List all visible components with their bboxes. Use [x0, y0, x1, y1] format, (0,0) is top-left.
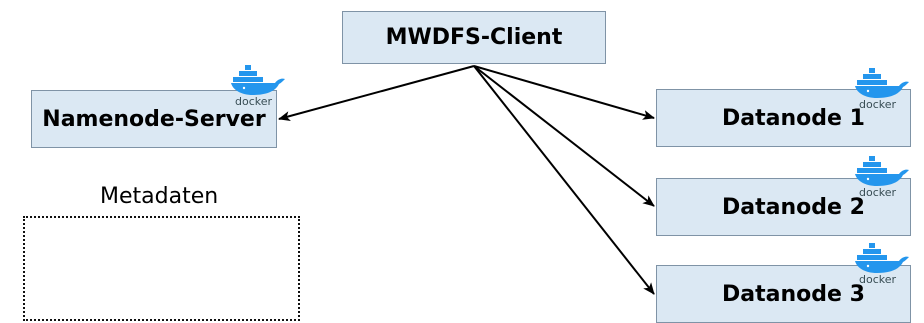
datanode-3-node: Datanode 3 [656, 265, 911, 323]
datanode-3-label: Datanode 3 [722, 281, 865, 307]
client-node-label: MWDFS-Client [385, 25, 563, 50]
docker-whale-icon: docker [855, 239, 911, 286]
docker-whale-icon: docker [855, 152, 911, 199]
datanode-1-label: Datanode 1 [722, 105, 865, 131]
namenode-server-label: Namenode-Server [42, 106, 266, 132]
docker-badge-text: docker [859, 273, 897, 286]
client-node: MWDFS-Client [342, 11, 606, 64]
docker-whale-icon: docker [855, 64, 911, 111]
docker-badge-text: docker [235, 95, 273, 108]
metadata-store-box [23, 216, 300, 321]
datanode-2-label: Datanode 2 [722, 194, 865, 220]
metadata-label: Metadaten [100, 184, 219, 209]
arrow-client-to-datanode-1 [473, 65, 655, 120]
docker-badge-text: docker [859, 98, 897, 111]
docker-whale-icon: docker [231, 61, 287, 108]
datanode-2-node: Datanode 2 [656, 178, 911, 236]
arrow-client-to-datanode-3 [473, 65, 655, 295]
arrow-client-to-namenode [278, 65, 475, 121]
datanode-1-node: Datanode 1 [656, 89, 911, 147]
namenode-server-node: Namenode-Server [31, 90, 277, 148]
arrow-client-to-datanode-2 [473, 65, 655, 207]
docker-badge-text: docker [859, 186, 897, 199]
